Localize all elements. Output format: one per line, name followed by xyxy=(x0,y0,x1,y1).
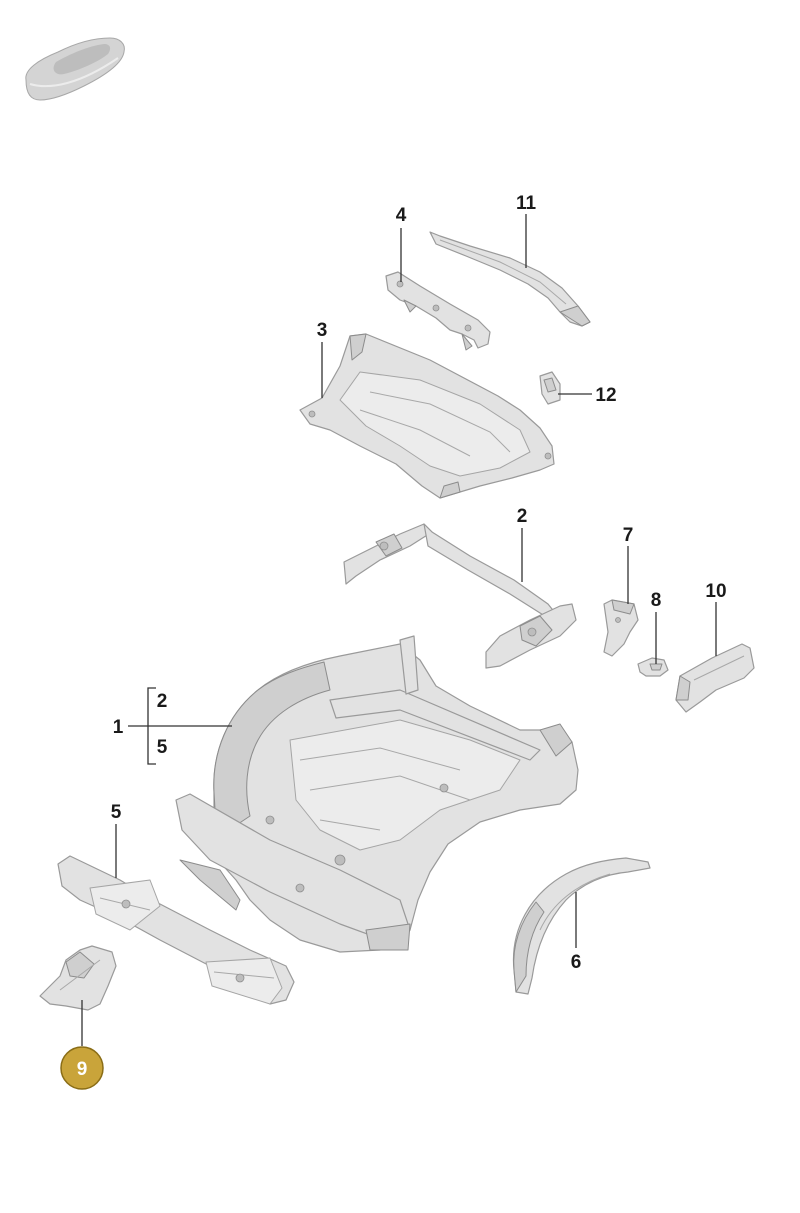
part-4-bracket xyxy=(385,271,491,351)
part-9-bracket xyxy=(39,945,117,1011)
callout-4: 4 xyxy=(396,205,407,226)
callout-1-sub-5: 5 xyxy=(157,737,168,758)
part-5-crossmember xyxy=(57,855,295,1005)
callout-1-sub-2: 2 xyxy=(157,691,168,712)
callout-12: 12 xyxy=(595,385,616,406)
part-6-wheel-arch xyxy=(512,857,651,995)
callout-2: 2 xyxy=(517,506,528,527)
part-8-clip xyxy=(637,657,669,677)
callout-7: 7 xyxy=(623,525,634,546)
part-10-rail-segment xyxy=(675,643,755,713)
callout-5: 5 xyxy=(111,802,122,823)
part-2-crossmember xyxy=(343,523,577,669)
callout-10: 10 xyxy=(705,581,726,602)
part-7-bracket xyxy=(603,599,639,657)
part-12-plate xyxy=(539,371,561,405)
bracket-1 xyxy=(147,687,156,765)
callout-3: 3 xyxy=(317,320,328,341)
callout-9: 9 xyxy=(77,1059,88,1080)
part-1-rear-body xyxy=(175,635,579,953)
callout-11: 11 xyxy=(516,193,537,214)
callout-1: 1 xyxy=(113,717,124,738)
callout-8: 8 xyxy=(651,590,662,611)
car-silhouette-icon xyxy=(25,37,125,101)
callout-9-badge xyxy=(60,1046,104,1090)
part-3-floor-panel xyxy=(299,333,555,499)
callout-6: 6 xyxy=(571,952,582,973)
part-11-rail xyxy=(429,231,591,327)
